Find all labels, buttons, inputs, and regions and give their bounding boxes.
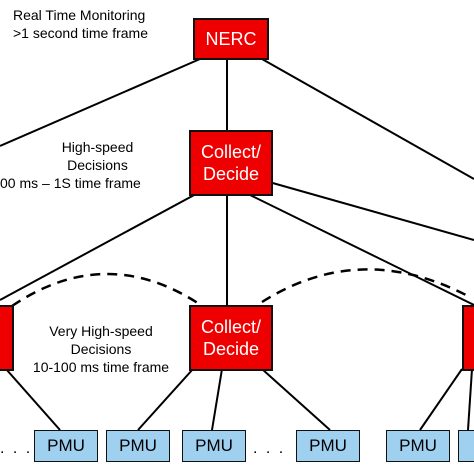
nerc-box: NERC — [193, 18, 269, 60]
note-real-time-line-2: >1 second time frame — [13, 25, 149, 41]
note-high-speed-line-3: 00 ms – 1S time frame — [0, 175, 141, 191]
link-bottom-pmu-2 — [211, 368, 223, 431]
link-left-pmu — [5, 368, 61, 431]
pmu-label-3: PMU — [195, 436, 233, 455]
collect-label-mid: Collect/ — [200, 142, 262, 162]
note-very-high-speed-line-3: 10-100 ms time frame — [32, 359, 170, 375]
link-bottom-pmu-1 — [137, 368, 194, 431]
ellipsis-left: . . . — [0, 440, 33, 457]
note-very-high-speed-line-1: Very High-speed — [49, 323, 153, 339]
collect-decide-box-mid: Collect/ Decide — [189, 130, 273, 196]
link-collect-right-a — [247, 193, 474, 306]
note-high-speed: High-speed Decisions 00 ms – 1S time fra… — [0, 138, 165, 192]
pmu-box-6-partial — [458, 430, 474, 462]
collect-label-bottom: Collect/ — [200, 317, 262, 337]
peer-link-right — [261, 268, 469, 304]
link-collect-right-b — [261, 179, 474, 241]
pmu-label-2: PMU — [119, 436, 157, 455]
link-nerc-right — [261, 58, 474, 180]
link-right-pmu-1 — [419, 368, 463, 431]
decide-label-mid: Decide — [202, 164, 260, 184]
collect-decide-box-left-edge — [0, 305, 14, 371]
pmu-box-4: PMU — [296, 430, 360, 462]
note-high-speed-line-2: Decisions — [67, 157, 128, 173]
link-bottom-pmu-3 — [261, 368, 331, 431]
pmu-box-2: PMU — [106, 430, 170, 462]
pmu-box-1: PMU — [34, 430, 98, 462]
note-real-time-line-1: Real Time Monitoring — [13, 7, 146, 23]
decide-label-bottom: Decide — [202, 339, 260, 359]
ellipsis-middle: . . . — [253, 440, 286, 457]
pmu-label-4: PMU — [309, 436, 347, 455]
collect-decide-box-right-edge — [462, 305, 474, 371]
link-right-pmu-2 — [467, 368, 473, 431]
nerc-label: NERC — [205, 29, 257, 49]
note-real-time: Real Time Monitoring >1 second time fram… — [13, 6, 148, 42]
note-very-high-speed: Very High-speed Decisions 10-100 ms time… — [22, 322, 180, 376]
note-high-speed-line-1: High-speed — [61, 139, 134, 155]
peer-link-left — [11, 272, 209, 312]
pmu-label-1: PMU — [47, 436, 85, 455]
collect-decide-box-bottom: Collect/ Decide — [189, 305, 273, 371]
note-very-high-speed-line-2: Decisions — [70, 341, 132, 357]
pmu-box-3: PMU — [182, 430, 246, 462]
pmu-box-5: PMU — [386, 430, 450, 462]
link-nerc-left — [0, 58, 201, 147]
pmu-label-5: PMU — [399, 436, 437, 455]
link-collect-left — [0, 193, 197, 301]
